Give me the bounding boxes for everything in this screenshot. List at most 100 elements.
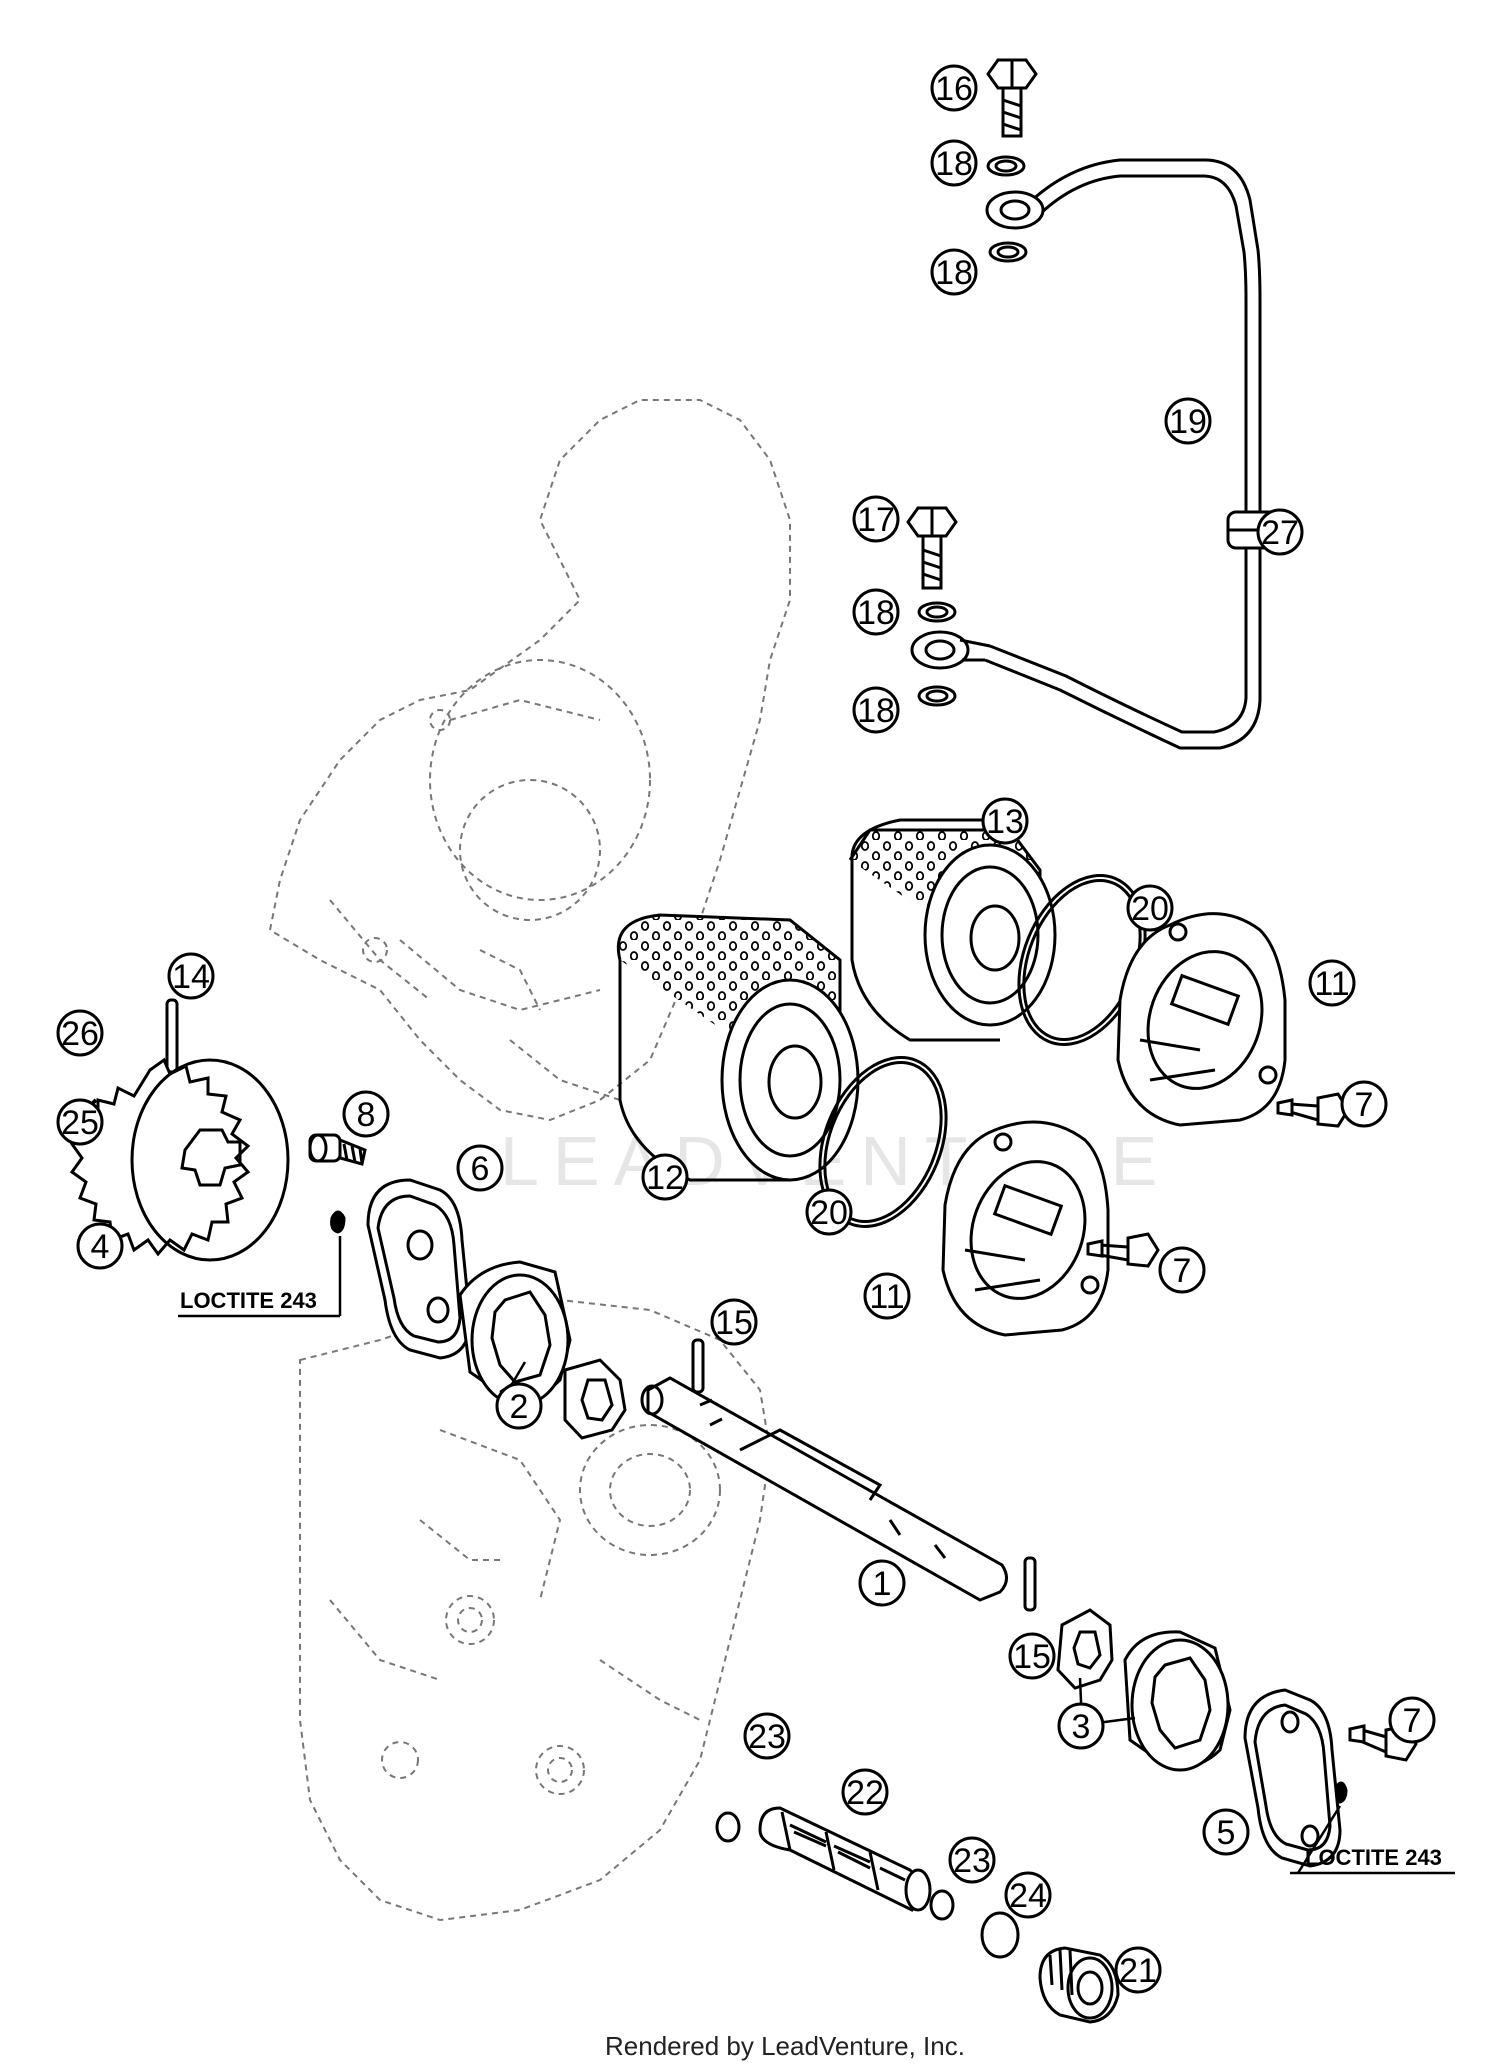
callout-18: 18: [852, 588, 900, 636]
filter-cover-11-lower: [941, 1120, 1110, 1337]
callout-number: 1: [873, 1565, 892, 1603]
callout-number: 2: [510, 1388, 529, 1426]
callout-14: 14: [167, 952, 215, 1000]
callout-circle: [852, 495, 900, 543]
callout-number: 4: [91, 1228, 110, 1266]
callout-number: 17: [857, 501, 895, 539]
callout-circle: [76, 1222, 124, 1270]
callout-number: 15: [1013, 1638, 1051, 1676]
oil-filter-13: [848, 818, 1057, 1042]
callout-number: 20: [810, 1194, 848, 1232]
callout-number: 8: [357, 1096, 376, 1134]
callout-24: 24: [1004, 1871, 1052, 1919]
callout-number: 16: [935, 70, 973, 108]
callout-number: 24: [1009, 1877, 1047, 1915]
callout-number: 26: [61, 1015, 99, 1053]
callout-circle: [981, 797, 1029, 845]
callout-number: 18: [935, 145, 973, 183]
engine-case-lower-ghost: [299, 1298, 772, 1922]
callout-circle: [710, 1298, 758, 1346]
callout-circle: [852, 588, 900, 636]
callout-7: 7: [1158, 1246, 1206, 1294]
callout-number: 13: [986, 803, 1024, 841]
callout-circle: [948, 1836, 996, 1884]
callout-circle: [1340, 1080, 1388, 1128]
callout-number: 15: [715, 1304, 753, 1342]
callout-13: 13: [981, 797, 1029, 845]
callout-7: 7: [1340, 1080, 1388, 1128]
callout-circle: [1057, 1702, 1105, 1750]
callout-15: 15: [710, 1298, 758, 1346]
callout-18: 18: [930, 139, 978, 187]
screw-8: [308, 1133, 367, 1166]
cover-plate-5: [1243, 1688, 1342, 1868]
callout-number: 18: [935, 254, 973, 292]
footer-credit: Rendered by LeadVenture, Inc.: [605, 2031, 965, 2061]
callout-7: 7: [1388, 1696, 1436, 1744]
callout-circle: [1126, 884, 1174, 932]
oil-line-19: [910, 158, 1262, 750]
callout-circle: [1158, 1246, 1206, 1294]
parts-line-art: [69, 58, 1418, 2024]
callout-circle: [930, 139, 978, 187]
callout-16: 16: [930, 64, 978, 112]
callout-number: 5: [1217, 1814, 1236, 1852]
callout-15: 15: [1008, 1632, 1056, 1680]
callout-number: 21: [1119, 1952, 1157, 1990]
banjo-bolt-17: [906, 506, 958, 590]
loctite-label-right: LOCTITE 243: [1305, 1845, 1442, 1870]
callout-5: 5: [1202, 1808, 1250, 1856]
callout-circle: [167, 952, 215, 1000]
screw-7-middle: [1086, 1232, 1160, 1268]
callout-circle: [930, 64, 978, 112]
callout-circle: [743, 1712, 791, 1760]
callout-number: 11: [869, 1278, 904, 1316]
callout-number: 18: [857, 594, 895, 632]
callout-circle: [342, 1090, 390, 1138]
callout-circle: [1004, 1871, 1052, 1919]
callout-circle: [456, 1144, 504, 1192]
callout-17: 17: [852, 495, 900, 543]
callout-8: 8: [342, 1090, 390, 1138]
loctite-label-left: LOCTITE 243: [180, 1288, 317, 1313]
callout-11: 11: [1308, 959, 1356, 1007]
callout-19: 19: [1164, 397, 1212, 445]
strainer-22: [758, 1806, 932, 1912]
callout-12: 12: [641, 1153, 689, 1201]
callout-circle: [495, 1382, 543, 1430]
callout-circle: [1114, 1946, 1162, 1994]
callout-circle: [56, 1009, 104, 1057]
callout-number: 11: [1314, 965, 1349, 1003]
callout-23: 23: [743, 1712, 791, 1760]
callout-circle: [56, 1098, 104, 1146]
callout-circle: [841, 1768, 889, 1816]
callout-number: 6: [471, 1150, 490, 1188]
callout-number: 7: [1173, 1252, 1192, 1290]
callout-circle: [805, 1188, 853, 1236]
callout-20: 20: [805, 1188, 853, 1236]
callout-circle: [1256, 508, 1304, 556]
callout-26: 26: [56, 1009, 104, 1057]
callout-number: 23: [953, 1842, 991, 1880]
engine-case-upper-ghost: [268, 399, 791, 1122]
callout-circle: [852, 686, 900, 734]
filter-cover-11-upper: [1116, 912, 1287, 1127]
callout-number: 3: [1072, 1708, 1091, 1746]
callout-circle: [1164, 397, 1212, 445]
pump-shaft-1: [640, 1376, 1008, 1602]
callout-3: 3: [1057, 1702, 1105, 1750]
callout-number: 22: [846, 1774, 884, 1812]
callout-circle: [641, 1153, 689, 1201]
callout-6: 6: [456, 1144, 504, 1192]
callout-25: 25: [56, 1098, 104, 1146]
callout-18: 18: [930, 248, 978, 296]
callout-20: 20: [1126, 884, 1174, 932]
callout-number: 25: [61, 1104, 99, 1142]
callout-4: 4: [76, 1222, 124, 1270]
callout-circle: [1202, 1808, 1250, 1856]
callout-number: 23: [748, 1718, 786, 1756]
callout-number: 27: [1261, 514, 1299, 552]
callout-22: 22: [841, 1768, 889, 1816]
